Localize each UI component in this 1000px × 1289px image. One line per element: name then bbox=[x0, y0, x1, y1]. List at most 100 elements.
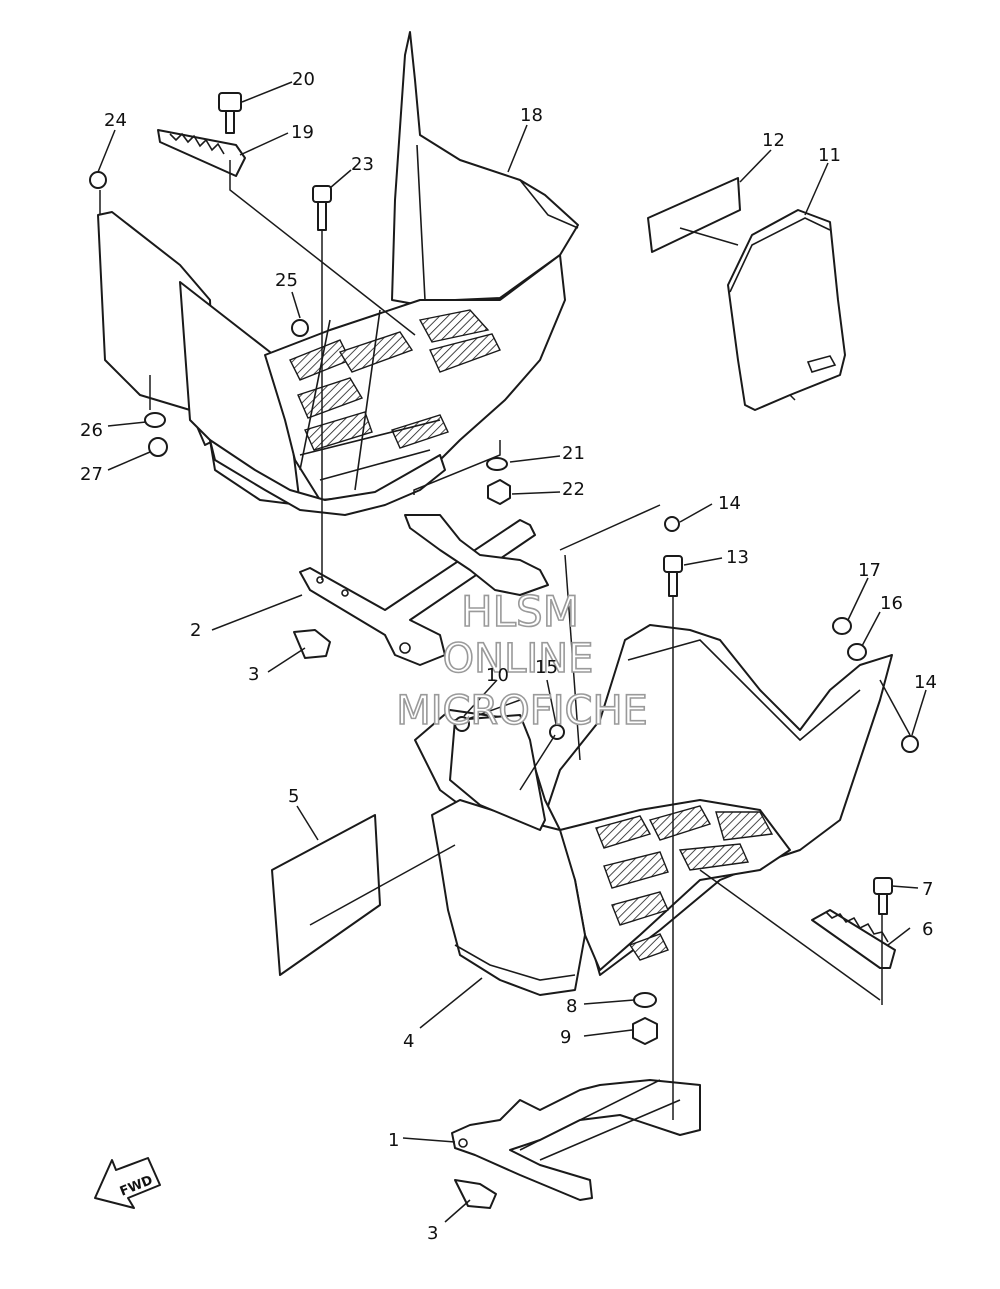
callout-8: 8 bbox=[566, 996, 577, 1017]
decal-link-line bbox=[679, 227, 739, 246]
callout-12: 12 bbox=[762, 130, 785, 151]
tread-lower-1 bbox=[595, 815, 652, 849]
tread-upper-7 bbox=[391, 414, 449, 449]
bracket-2 bbox=[293, 514, 549, 666]
callout-22: 22 bbox=[562, 479, 585, 500]
bracket-1-hole bbox=[458, 1138, 468, 1148]
decal-5-link bbox=[309, 844, 456, 926]
nut-22 bbox=[487, 479, 511, 505]
tread-upper-2 bbox=[338, 331, 414, 373]
callout-11: 11 bbox=[818, 145, 841, 166]
guard-edge-lower bbox=[627, 639, 861, 742]
callout-9: 9 bbox=[560, 1027, 571, 1048]
washer-8 bbox=[633, 992, 657, 1008]
callout-25: 25 bbox=[275, 270, 298, 291]
side-box-skirt-lower bbox=[454, 944, 576, 981]
bolt-shank-20 bbox=[225, 110, 235, 134]
callout-14-upper: 14 bbox=[718, 493, 741, 514]
footpeg-teeth-6 bbox=[825, 911, 889, 943]
hardware-lower bbox=[454, 516, 919, 1045]
decal-5 bbox=[271, 814, 381, 976]
watermark-line-1: HLSM bbox=[461, 587, 579, 636]
bolt-head-23 bbox=[312, 185, 332, 203]
washer-16 bbox=[847, 643, 867, 661]
callout-18: 18 bbox=[520, 105, 543, 126]
grommet-17 bbox=[832, 617, 852, 635]
footrest-assembly-upper bbox=[97, 31, 579, 516]
callout-23: 23 bbox=[351, 154, 374, 175]
callout-15: 15 bbox=[535, 657, 558, 678]
callout-2: 2 bbox=[190, 620, 201, 641]
bolt-shank-23 bbox=[317, 201, 327, 231]
assembly-lines bbox=[99, 160, 911, 1120]
tread-upper-4 bbox=[297, 377, 364, 419]
watermark-line-2: ONLINE bbox=[443, 636, 594, 682]
fwd-arrow-icon: FWD bbox=[94, 1157, 161, 1209]
washer-21 bbox=[486, 457, 508, 471]
footpeg-6 bbox=[811, 909, 896, 969]
callout-3-lower: 3 bbox=[427, 1223, 438, 1244]
grommet-15 bbox=[549, 724, 565, 740]
tread-lower-4 bbox=[603, 851, 669, 889]
callout-14-lower: 14 bbox=[914, 672, 937, 693]
footboard-skirt-upper bbox=[209, 439, 446, 516]
watermark: HLSM ONLINE MICROFICHE bbox=[395, 586, 648, 735]
leader-lines bbox=[97, 81, 927, 1223]
callout-17: 17 bbox=[858, 560, 881, 581]
screw-14a bbox=[664, 516, 680, 532]
callout-5: 5 bbox=[288, 786, 299, 807]
screw-25 bbox=[291, 319, 309, 337]
callout-19: 19 bbox=[291, 122, 314, 143]
callout-16: 16 bbox=[880, 593, 903, 614]
tread-lower-3 bbox=[715, 811, 774, 841]
bracket-2-cross bbox=[404, 514, 549, 596]
tread-upper-5 bbox=[429, 333, 501, 373]
guard-edge-upper bbox=[416, 144, 579, 301]
screw-14b bbox=[901, 735, 919, 753]
inner-wall-lower bbox=[449, 714, 546, 831]
washer-26 bbox=[144, 412, 166, 428]
plate-11 bbox=[727, 209, 846, 411]
watermark-line-3: MICROFICHE bbox=[396, 688, 648, 734]
plate-11-rim bbox=[729, 217, 831, 293]
screw-24 bbox=[89, 171, 107, 189]
footboard-rails-upper bbox=[299, 309, 441, 491]
bolt-3-lower bbox=[454, 1179, 497, 1209]
hardware-upper bbox=[89, 92, 511, 505]
callout-7: 7 bbox=[922, 879, 933, 900]
footpeg-teeth-19 bbox=[169, 132, 225, 155]
callout-4: 4 bbox=[403, 1031, 414, 1052]
tread-lower-7 bbox=[628, 933, 669, 961]
callout-3-upper: 3 bbox=[248, 664, 259, 685]
tread-upper-3 bbox=[418, 309, 490, 343]
callout-24: 24 bbox=[104, 110, 127, 131]
bracket-2-hole-b bbox=[341, 589, 349, 597]
callout-numbers: 20 24 19 18 23 12 11 25 26 27 21 22 14 1… bbox=[80, 69, 937, 1244]
nut-27 bbox=[148, 437, 168, 457]
footpeg-19 bbox=[157, 129, 246, 177]
tread-lower-2 bbox=[648, 805, 712, 841]
bracket-1 bbox=[451, 1079, 701, 1209]
bolt-head-7 bbox=[873, 877, 893, 895]
nut-9 bbox=[632, 1017, 658, 1045]
callout-26: 26 bbox=[80, 420, 103, 441]
bracket-2-hole-a bbox=[316, 576, 324, 584]
tread-lower-6 bbox=[611, 891, 669, 926]
callout-20: 20 bbox=[292, 69, 315, 90]
plate-11-slot bbox=[806, 355, 837, 373]
bolt-shank-13 bbox=[668, 571, 678, 597]
bracket-1-ribs bbox=[519, 1079, 681, 1161]
bracket-2-hole-c bbox=[399, 642, 411, 654]
callout-1: 1 bbox=[388, 1130, 399, 1151]
callout-13: 13 bbox=[726, 547, 749, 568]
decals-upper bbox=[647, 177, 846, 411]
callout-6: 6 bbox=[922, 919, 933, 940]
callout-21: 21 bbox=[562, 443, 585, 464]
bolt-head-13 bbox=[663, 555, 683, 573]
tread-lower-5 bbox=[678, 843, 750, 871]
bolt-shank-7 bbox=[878, 893, 888, 915]
bracket-1-arm bbox=[451, 1079, 701, 1201]
decal-12 bbox=[647, 177, 741, 253]
bolt-3-upper bbox=[293, 629, 331, 659]
